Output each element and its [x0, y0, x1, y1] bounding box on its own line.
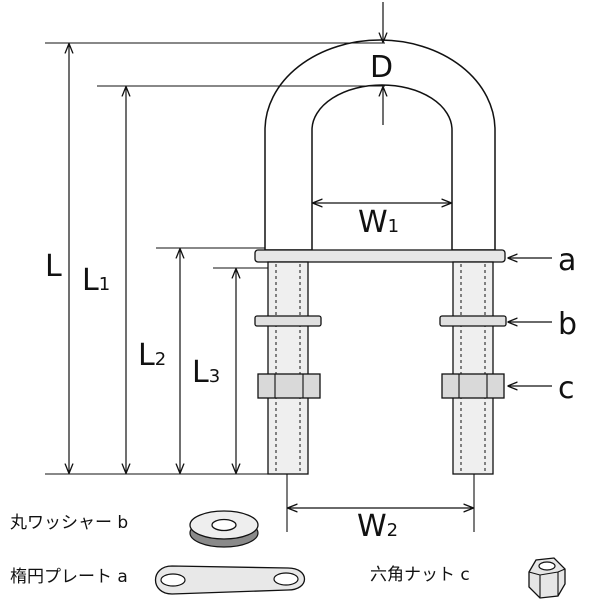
legend-plate-label: 楕円プレート a	[10, 567, 128, 587]
dim-L3-label: L3	[192, 355, 220, 390]
u-bolt-bend	[264, 39, 496, 251]
legend-washer-label: 丸ワッシャー b	[10, 513, 128, 533]
dim-W2-label: W2	[357, 509, 398, 544]
washer-icon	[189, 510, 259, 548]
washer-b-right	[439, 315, 507, 327]
callout-a-label: a	[558, 243, 576, 278]
dim-L2-label: L2	[138, 338, 166, 373]
hex-nut-icon	[528, 557, 566, 599]
dimension-arrows	[69, 2, 552, 508]
dim-W1-label: W1	[358, 205, 399, 240]
extension-lines	[45, 42, 475, 532]
nut-c-right	[441, 373, 505, 399]
dim-L1-label: L1	[82, 263, 110, 298]
dim-L-label: L	[45, 249, 62, 284]
plate-a-side	[254, 249, 506, 263]
nut-c-left	[257, 373, 321, 399]
left-threaded-leg	[267, 261, 309, 475]
washer-b-left	[254, 315, 322, 327]
legend-nut-label: 六角ナット c	[370, 565, 470, 585]
dim-D-label: D	[370, 50, 393, 85]
callout-c-label: c	[558, 371, 575, 406]
plate-icon	[155, 565, 305, 595]
right-threaded-leg	[452, 261, 494, 475]
callout-b-label: b	[558, 307, 577, 342]
